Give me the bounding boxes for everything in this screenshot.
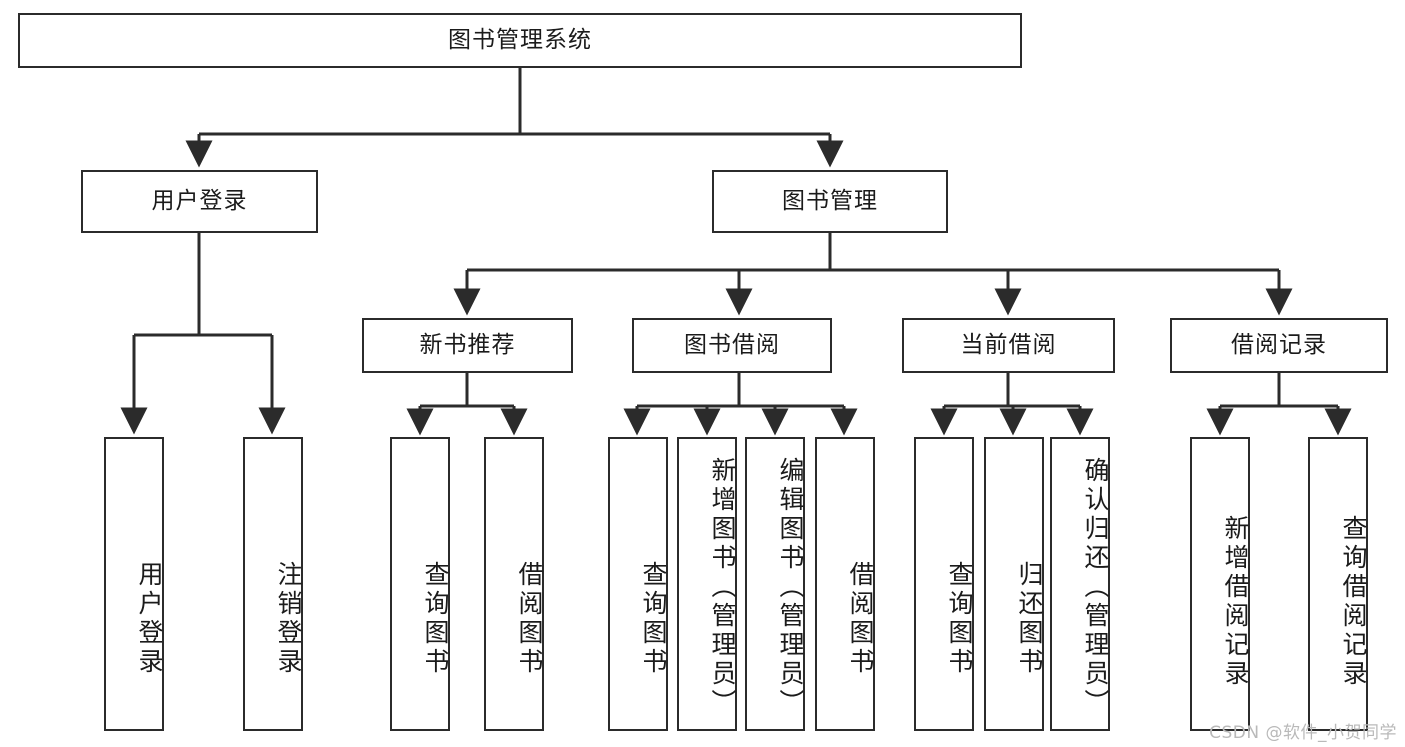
leaf-query-books-current[interactable]: 查询图书: [914, 437, 974, 731]
leaf-query-borrow-record[interactable]: 查询借阅记录: [1308, 437, 1368, 731]
leaf-query-books-borrowing[interactable]: 查询图书: [608, 437, 668, 731]
node-label: 借阅记录: [1231, 331, 1327, 358]
leaf-user-login[interactable]: 用户登录: [104, 437, 164, 731]
node-label: 用户登录: [135, 561, 164, 677]
node-label: 查询图书: [639, 561, 668, 677]
leaf-query-books-recommendation[interactable]: 查询图书: [390, 437, 450, 731]
node-label: 图书管理系统: [448, 26, 592, 53]
node-user-login[interactable]: 用户登录: [81, 170, 318, 233]
node-book-management[interactable]: 图书管理: [712, 170, 948, 233]
leaf-add-book-admin[interactable]: 新增图书（管理员）: [677, 437, 737, 731]
node-label: 当前借阅: [960, 331, 1057, 358]
node-label: 归还图书: [1015, 561, 1044, 677]
node-label: 新增图书（管理员）: [708, 456, 737, 718]
leaf-edit-book-admin[interactable]: 编辑图书（管理员）: [745, 437, 805, 731]
node-label: 借阅图书: [846, 561, 875, 677]
node-borrowing-records[interactable]: 借阅记录: [1170, 318, 1388, 373]
node-label: 图书借阅: [684, 331, 780, 358]
node-label: 图书管理: [782, 187, 878, 214]
leaf-confirm-return-admin[interactable]: 确认归还（管理员）: [1050, 437, 1110, 731]
node-root-book-management-system[interactable]: 图书管理系统: [18, 13, 1022, 68]
node-label: 注销登录: [274, 561, 303, 677]
node-new-book-recommendation[interactable]: 新书推荐: [362, 318, 573, 373]
node-label: 查询借阅记录: [1339, 515, 1368, 689]
node-label: 借阅图书: [515, 561, 544, 677]
leaf-borrow-books-borrowing[interactable]: 借阅图书: [815, 437, 875, 731]
node-current-borrowing[interactable]: 当前借阅: [902, 318, 1115, 373]
leaf-add-borrow-record[interactable]: 新增借阅记录: [1190, 437, 1250, 731]
node-label: 查询图书: [945, 561, 974, 677]
node-label: 确认归还（管理员）: [1081, 456, 1110, 718]
watermark: CSDN @软件_小贺同学: [1209, 723, 1397, 743]
node-book-borrowing[interactable]: 图书借阅: [632, 318, 832, 373]
node-label: 编辑图书（管理员）: [776, 456, 805, 718]
node-label: 新增借阅记录: [1221, 515, 1250, 689]
node-label: 用户登录: [151, 187, 248, 214]
node-label: 查询图书: [421, 561, 450, 677]
leaf-logout[interactable]: 注销登录: [243, 437, 303, 731]
node-label: 新书推荐: [419, 331, 516, 358]
leaf-return-books[interactable]: 归还图书: [984, 437, 1044, 731]
leaf-borrow-books-recommendation[interactable]: 借阅图书: [484, 437, 544, 731]
